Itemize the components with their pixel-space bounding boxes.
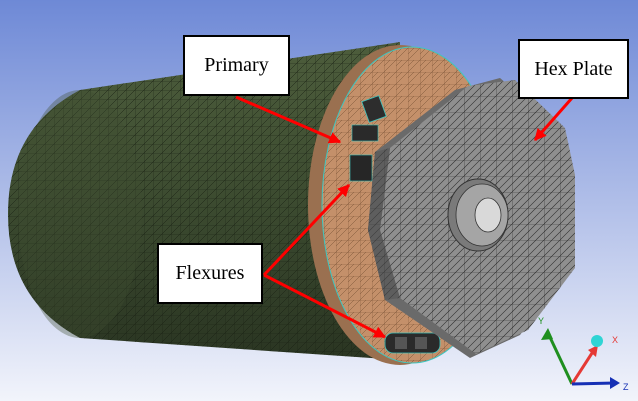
triad-y-axis [546,332,574,385]
triad-x-label: X [612,335,618,345]
callout-flexures: Flexures [157,243,263,304]
coordinate-triad: Y X Z [538,316,629,392]
arrow-hex-plate [533,97,574,141]
callout-primary: Primary [183,35,290,96]
flexure-top [349,95,387,182]
triad-sphere [591,335,603,347]
flexure-bottom [384,332,441,354]
callout-hex-plate-text: Hex Plate [534,57,613,80]
triad-z-axis [571,381,616,386]
arrow-flexure-top [262,183,351,277]
callout-flexures-text: Flexures [175,262,245,284]
arrow-primary [235,95,342,144]
arrow-flexure-bottom [263,273,387,339]
center-boss [447,178,509,252]
triad-z-label: Z [623,382,629,392]
triad-x-axis [570,349,596,385]
callout-arrows [235,95,574,339]
callout-hex-plate: Hex Plate [518,39,629,99]
triad-y-label: Y [538,316,544,326]
callout-primary-text: Primary [204,54,269,76]
barrel [8,42,400,360]
